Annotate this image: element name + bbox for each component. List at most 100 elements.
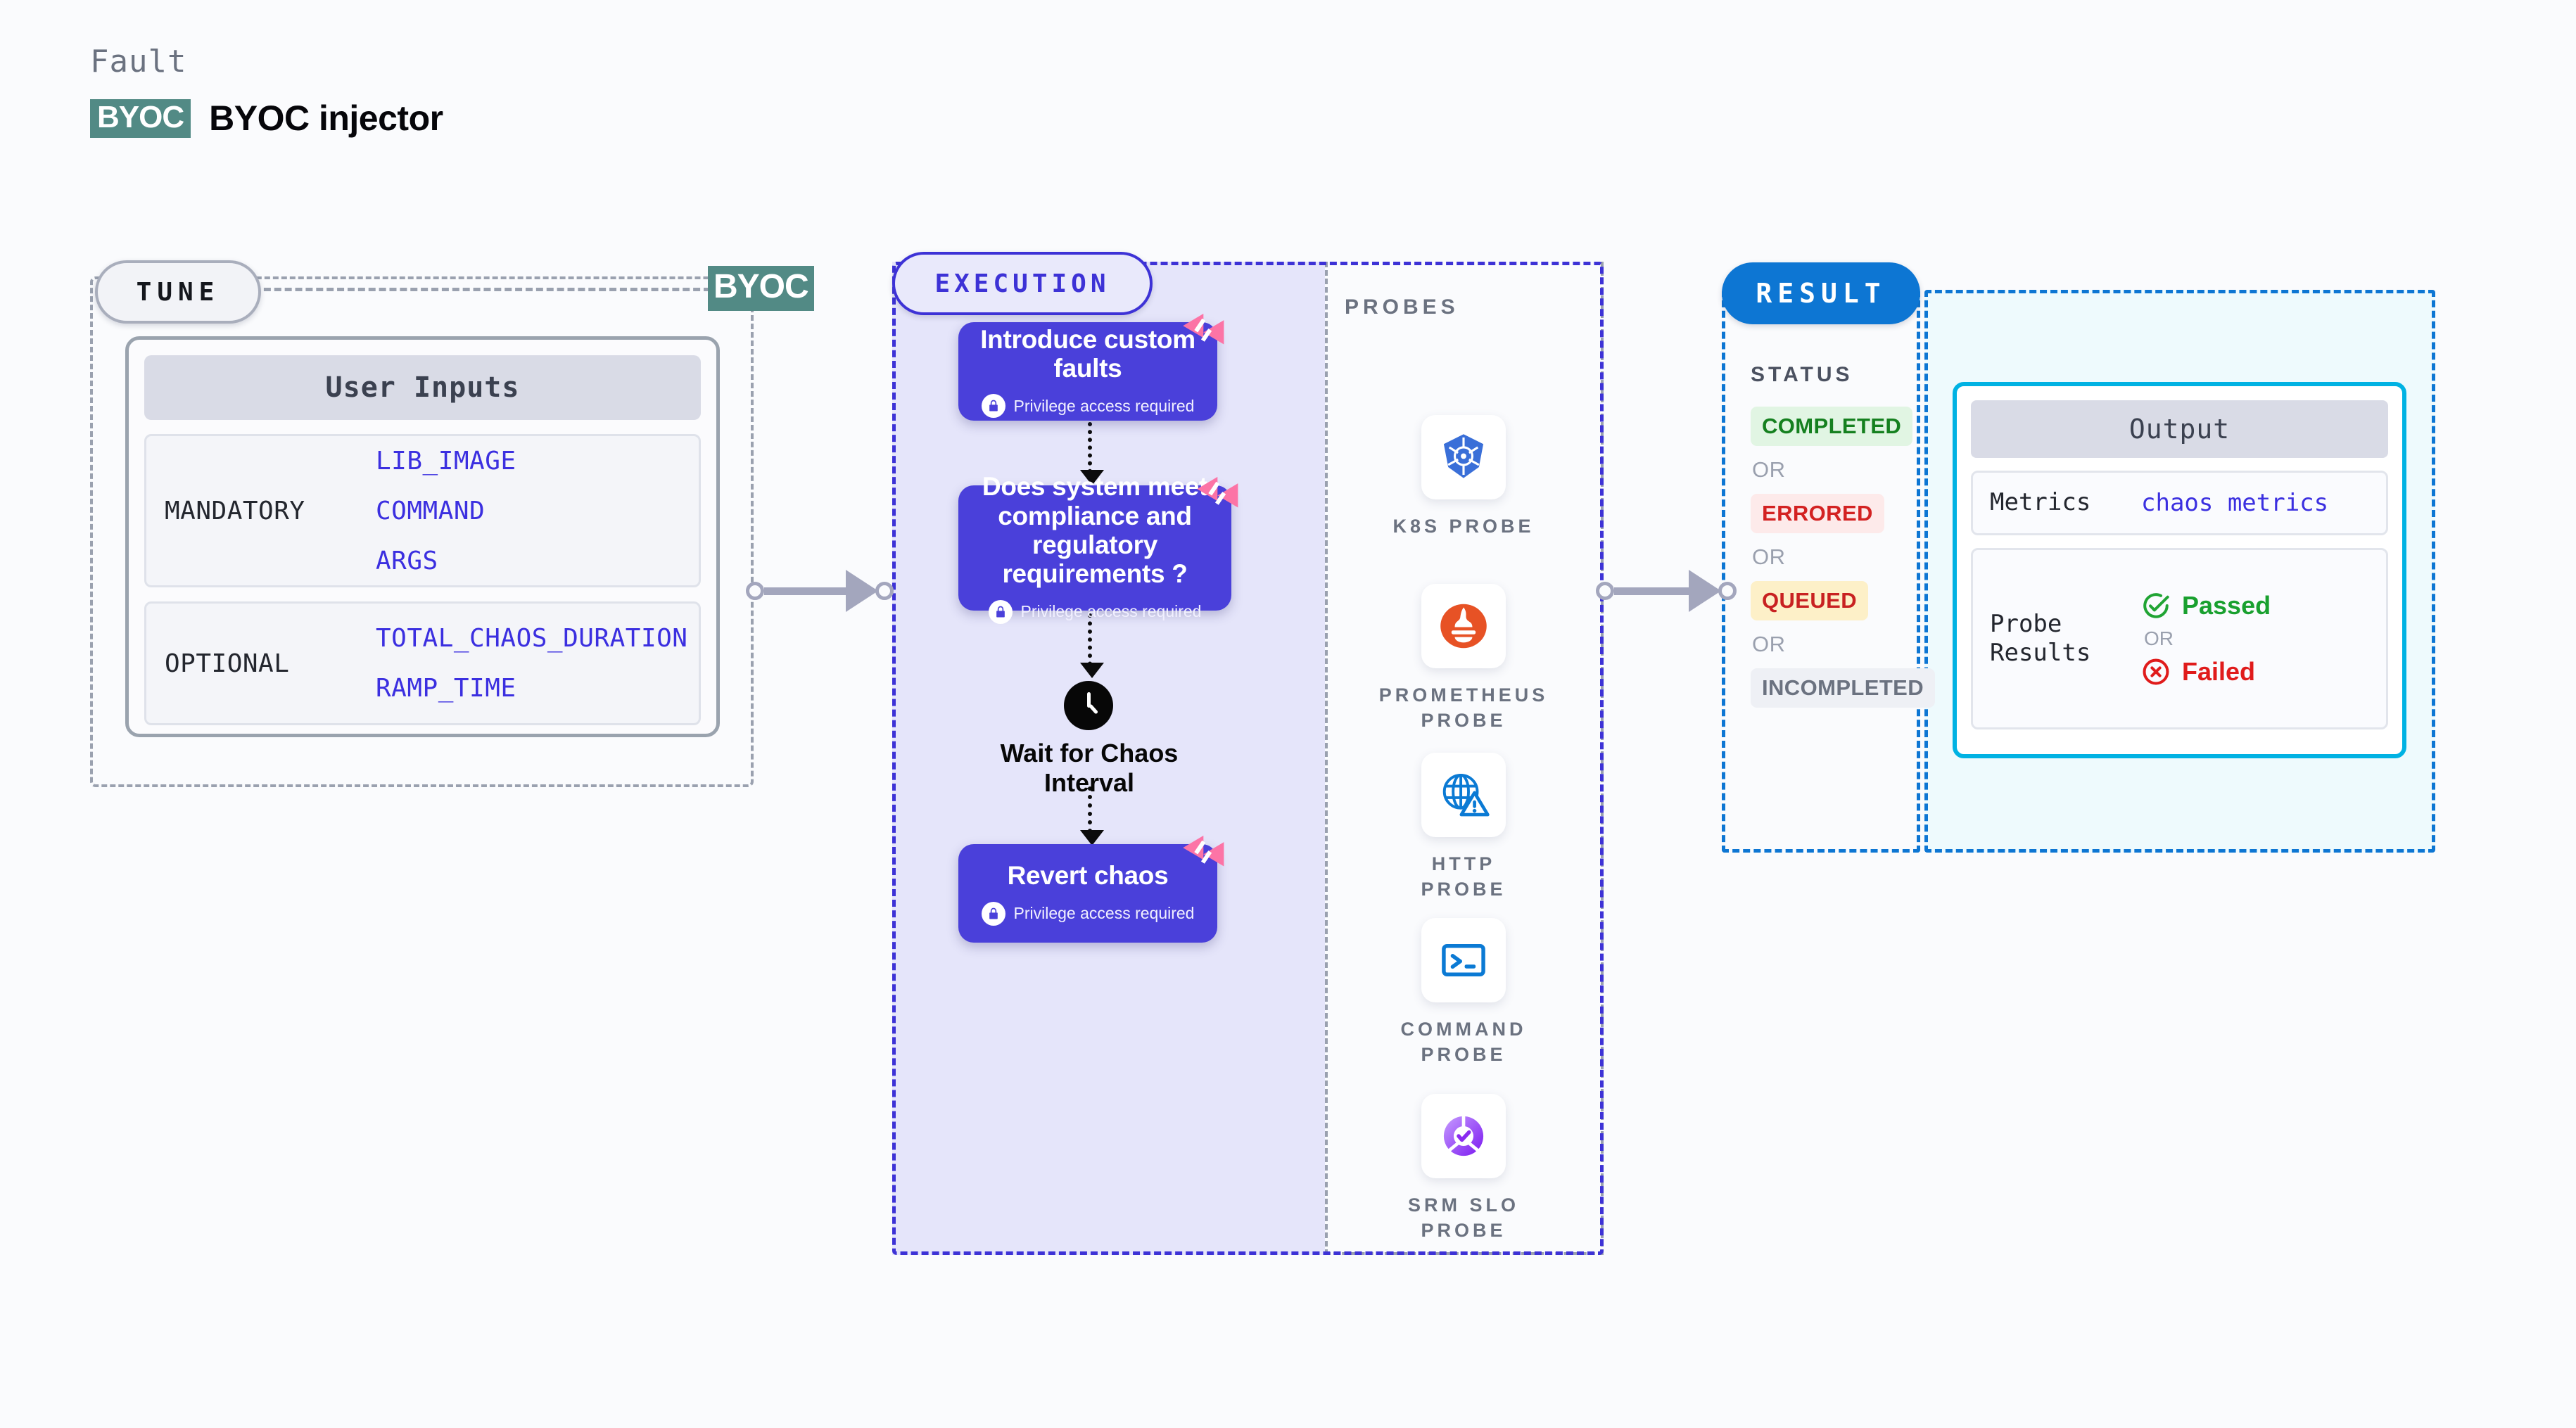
status-list: COMPLETED OR ERRORED OR QUEUED OR INCOMP…: [1751, 407, 1936, 708]
probe-tile: [1421, 753, 1506, 837]
terminal-icon: [1442, 943, 1485, 977]
flow-card-revert-chaos[interactable]: Revert chaos Privilege access required: [958, 835, 1224, 943]
probe-item-k8s[interactable]: K8S PROBE: [1386, 415, 1541, 539]
metrics-label: Metrics: [1990, 488, 2091, 517]
probe-tile: [1421, 1094, 1506, 1178]
probe-item-command[interactable]: COMMAND PROBE: [1386, 918, 1541, 1068]
execution-section-boundary: [892, 262, 1604, 1255]
probe-results-label: Probe Results: [1990, 609, 2091, 667]
kubernetes-icon: [1443, 434, 1484, 478]
mandatory-params-block: MANDATORY LIB_IMAGE COMMAND ARGS: [144, 434, 701, 587]
page-header: Fault BYOC BYOC injector: [90, 44, 443, 139]
param-total-chaos-duration[interactable]: TOTAL_CHAOS_DURATION: [376, 624, 688, 653]
probe-label: SRM SLO PROBE: [1407, 1194, 1519, 1242]
optional-params-block: OPTIONAL TOTAL_CHAOS_DURATION RAMP_TIME: [144, 601, 701, 725]
arrow-head: [846, 570, 878, 612]
arrow-end-dot: [1718, 582, 1737, 600]
probe-results-row: Probe Results Passed OR Failed: [1971, 548, 2388, 729]
probe-result-failed: Failed: [2141, 657, 2271, 687]
or-separator: OR: [1752, 544, 1786, 569]
output-card: Output Metrics chaos metrics Probe Resul…: [1953, 382, 2406, 758]
wait-for-chaos-interval-label: Wait for Chaos Interval: [1000, 739, 1179, 798]
flow-card-title: Does system meet compliance and regulato…: [982, 472, 1208, 589]
mandatory-values: LIB_IMAGE COMMAND ARGS: [376, 447, 516, 575]
passed-label: Passed: [2182, 591, 2271, 620]
lock-icon: [988, 599, 1013, 624]
flow-card-title: Revert chaos: [1007, 861, 1169, 891]
prometheus-icon: [1440, 604, 1487, 649]
harness-logo-icon: [1183, 313, 1224, 345]
harness-logo-icon: [1183, 835, 1224, 867]
execution-fill: [892, 262, 1325, 1255]
result-stage-pill[interactable]: RESULT: [1722, 262, 1920, 324]
check-circle-icon: [2143, 593, 2169, 618]
globe-warning-icon: [1442, 773, 1490, 817]
status-badge-completed: COMPLETED: [1751, 407, 1913, 446]
page-title: BYOC injector: [209, 98, 443, 138]
optional-values: TOTAL_CHAOS_DURATION RAMP_TIME: [376, 624, 687, 703]
execution-to-result-arrow: [1596, 570, 1737, 612]
harness-logo-icon: [1197, 476, 1238, 508]
privilege-row: Privilege access required: [988, 599, 1202, 624]
or-separator: OR: [2144, 627, 2174, 649]
mandatory-label: MANDATORY: [165, 496, 305, 525]
page-title-row: BYOC BYOC injector: [90, 98, 443, 139]
flow-card-compliance-check[interactable]: Does system meet compliance and regulato…: [958, 472, 1238, 624]
arrow-head: [1689, 570, 1721, 612]
param-ramp-time[interactable]: RAMP_TIME: [376, 674, 516, 703]
page-eyebrow: Fault: [90, 44, 187, 79]
or-separator: OR: [1752, 632, 1786, 656]
status-badge-errored: ERRORED: [1751, 494, 1884, 533]
probe-label: K8S PROBE: [1392, 516, 1535, 537]
probe-item-prometheus[interactable]: PROMETHEUS PROBE: [1379, 584, 1544, 734]
status-badge-incompleted: INCOMPLETED: [1751, 668, 1936, 708]
probe-item-http[interactable]: HTTP PROBE: [1386, 753, 1541, 903]
arrow-start-dot: [1596, 582, 1614, 600]
probe-tile: [1421, 415, 1506, 499]
tune-to-execution-arrow: [746, 570, 894, 612]
flow-connector-3: [1080, 786, 1104, 846]
probe-results-values: Passed OR Failed: [2141, 591, 2271, 687]
probe-label: PROMETHEUS PROBE: [1378, 684, 1549, 732]
metrics-row: Metrics chaos metrics: [1971, 471, 2388, 535]
output-title: Output: [1971, 400, 2388, 458]
arrow-end-dot: [875, 582, 894, 600]
probe-label: HTTP PROBE: [1421, 853, 1506, 900]
privilege-row: Privilege access required: [981, 394, 1195, 419]
privilege-row: Privilege access required: [981, 901, 1195, 926]
probe-tile: [1421, 918, 1506, 1002]
lock-icon: [981, 901, 1005, 926]
flow-connector-1: [1080, 422, 1104, 485]
probe-item-srm-slo[interactable]: SRM SLO PROBE: [1386, 1094, 1541, 1244]
user-inputs-title: User Inputs: [144, 355, 701, 420]
byoc-badge: BYOC: [90, 98, 191, 138]
optional-label: OPTIONAL: [165, 649, 290, 678]
slo-donut-icon: [1443, 1114, 1484, 1156]
failed-label: Failed: [2182, 657, 2256, 686]
or-separator: OR: [1752, 457, 1786, 482]
user-inputs-card: User Inputs MANDATORY LIB_IMAGE COMMAND …: [125, 336, 720, 737]
flow-card-introduce-custom-faults[interactable]: Introduce custom faults Privilege access…: [958, 313, 1224, 421]
byoc-source-tag: BYOC: [708, 266, 814, 311]
privilege-text: Privilege access required: [1020, 602, 1202, 621]
probe-label: COMMAND PROBE: [1400, 1019, 1527, 1066]
param-args[interactable]: ARGS: [376, 546, 438, 575]
arrow-start-dot: [746, 582, 764, 600]
arrow-shaft: [764, 587, 846, 595]
status-badge-queued: QUEUED: [1751, 581, 1869, 620]
probes-section-label: PROBES: [1345, 295, 1459, 319]
privilege-text: Privilege access required: [1013, 904, 1195, 923]
param-lib-image[interactable]: LIB_IMAGE: [376, 446, 516, 476]
privilege-text: Privilege access required: [1013, 396, 1195, 415]
x-circle-icon: [2143, 658, 2169, 685]
tune-connector-line: [253, 288, 711, 291]
probe-result-passed: Passed: [2141, 591, 2271, 620]
probe-tile: [1421, 584, 1506, 668]
tune-stage-pill[interactable]: TUNE: [95, 260, 261, 324]
metrics-value[interactable]: chaos metrics: [2141, 489, 2329, 517]
execution-stage-pill[interactable]: EXECUTION: [892, 252, 1153, 315]
flow-card-title: Introduce custom faults: [980, 324, 1195, 383]
arrow-shaft: [1614, 587, 1689, 595]
flow-connector-2: [1080, 613, 1104, 678]
param-command[interactable]: COMMAND: [376, 496, 486, 525]
